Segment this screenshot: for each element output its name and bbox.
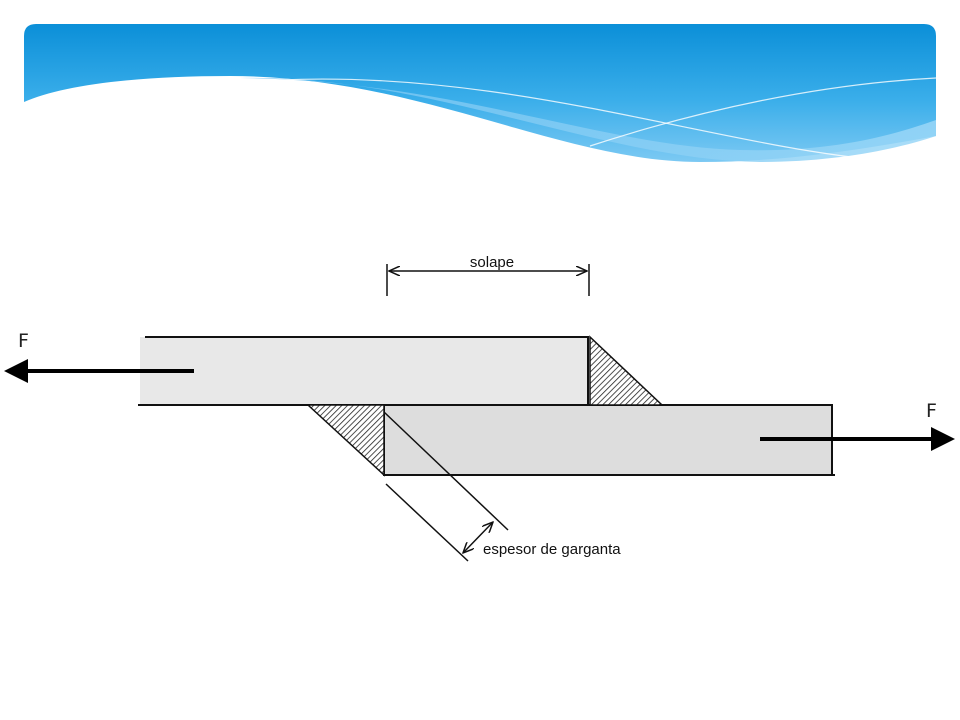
upper-plate xyxy=(140,337,588,405)
weld-fillet-right xyxy=(589,335,664,406)
force-arrowhead-left xyxy=(4,359,28,383)
weld-fillet-left xyxy=(306,404,385,477)
force-label-right: F xyxy=(926,400,937,422)
banner-shape xyxy=(24,24,936,162)
throat-dimension-line xyxy=(463,522,493,553)
throat-label: espesor de garganta xyxy=(483,541,621,558)
banner-wave-line-2 xyxy=(589,77,937,147)
force-label-left: F xyxy=(18,330,29,352)
lower-plate xyxy=(384,405,832,475)
throat-extension-line xyxy=(385,483,469,562)
force-arrowhead-right xyxy=(931,427,955,451)
throat-line xyxy=(383,411,509,531)
overlap-label: solape xyxy=(470,254,514,271)
banner-wave-line-1 xyxy=(279,78,861,159)
